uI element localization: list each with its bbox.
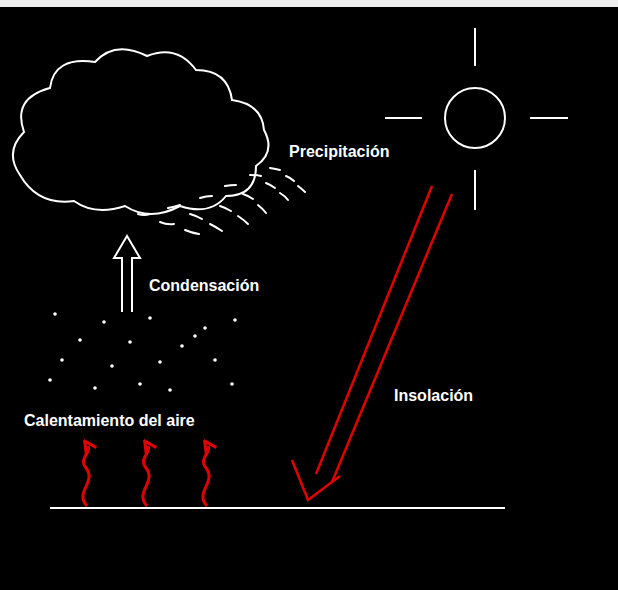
diagram-label: Calentamiento del aire <box>24 411 195 430</box>
top-strip <box>0 0 618 7</box>
sun-symbol <box>385 28 568 210</box>
ground-line <box>50 507 505 509</box>
insolation-arrow <box>292 186 452 500</box>
diagram-label: Condensación <box>149 276 259 295</box>
diagram-label: Precipitación <box>289 142 389 161</box>
vapour-dots <box>48 312 237 392</box>
condensation-arrow <box>114 236 140 312</box>
heating-arrows <box>83 446 209 506</box>
cloud-outline <box>13 49 269 214</box>
precipitation-drops <box>138 168 305 234</box>
diagram-label: Insolación <box>394 386 473 405</box>
